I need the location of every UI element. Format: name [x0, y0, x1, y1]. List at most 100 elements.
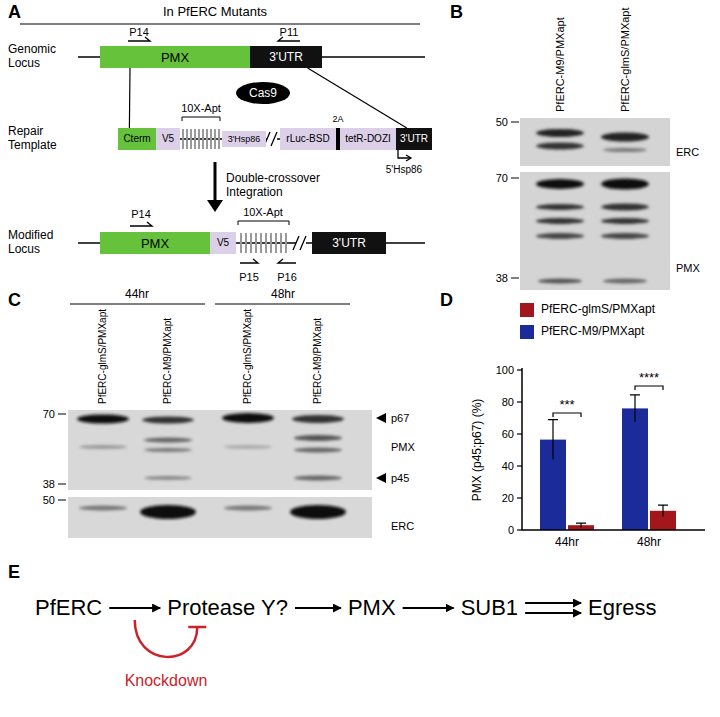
inhibition-bar [188, 626, 206, 629]
pathway-step: Protease Y? [162, 595, 293, 621]
utr-segment: 3'UTR [312, 232, 386, 254]
blot-label: PMX [676, 262, 700, 275]
row-label: Genomic Locus [8, 43, 70, 71]
bar [622, 408, 648, 530]
primer-label: P11 [280, 26, 299, 39]
node-text: 3'UTR [269, 51, 303, 63]
significance-mark: *** [559, 398, 574, 413]
utr-segment: 3'Hsp86 [222, 131, 266, 147]
process-label: Double-crossover Integration [226, 172, 336, 200]
knockdown-label: Knockdown [125, 672, 208, 690]
blot-label: PMX [391, 441, 415, 454]
cassette-segment: tetR-DOZI [340, 128, 396, 150]
utr-segment: 3'UTR [250, 46, 322, 68]
pathway-step: Egress [583, 595, 661, 621]
significance-mark: **** [639, 371, 659, 386]
tick-label: 0 [508, 524, 514, 537]
primer-label: P16 [277, 271, 297, 284]
connector [295, 607, 341, 609]
element-label: 10X-Apt [243, 206, 283, 219]
node-text: SUB1 [461, 597, 518, 619]
node-text: rLuc-BSD [286, 134, 329, 144]
lane-label: PfERC-glmS/PMXapt [619, 7, 632, 112]
legend-swatch [520, 325, 534, 339]
integration-arrow-head [207, 200, 223, 212]
axis-ticks [517, 370, 522, 530]
heading-rule [20, 24, 420, 25]
significance-bracket [553, 413, 581, 417]
primer-arrow [240, 259, 258, 263]
gene-segment: PMX [100, 232, 210, 254]
tick-label: 100 [496, 364, 514, 377]
panel-letter: A [8, 2, 21, 23]
primer-label: P14 [131, 208, 151, 221]
bracket [238, 221, 289, 225]
connector [308, 68, 407, 128]
band-label: p45 [391, 472, 409, 485]
timepoint-label: 48hr [271, 288, 295, 302]
connector [109, 607, 160, 609]
node-text: PMX [348, 597, 396, 619]
ellipse-shape [236, 82, 290, 104]
inhibition-arc [135, 620, 198, 657]
node-text: Protease Y? [167, 597, 288, 619]
promoter-label: 5'Hsp86 [386, 164, 422, 176]
marker-size: 50 [496, 116, 508, 129]
marker-size: 38 [43, 478, 55, 491]
marker-size: 50 [43, 494, 55, 507]
node-text: V5 [162, 134, 174, 144]
row-label: Modified Locus [8, 229, 70, 257]
break-mark [293, 236, 306, 250]
node-text: Cterm [123, 134, 150, 144]
panel-letter: E [8, 562, 20, 583]
marker-size: 70 [496, 172, 508, 185]
tag-segment: V5 [210, 232, 236, 254]
node-text: 3'Hsp86 [228, 135, 261, 144]
tick-label: 40 [502, 460, 514, 473]
marker-ticks [58, 414, 66, 500]
aptamer-array [183, 129, 219, 149]
blot-label: ERC [391, 520, 414, 533]
node-text: 3'UTR [400, 134, 428, 144]
lane-label: PfERC-M9/PMXapt [554, 17, 567, 112]
band-label: p67 [391, 412, 409, 425]
primer-label: P15 [239, 271, 259, 284]
pathway-step: SUB1 [456, 595, 523, 621]
error-bars [548, 395, 668, 528]
element-label: 2A [332, 114, 343, 124]
lane-label: PfERC-M9/PMXapt [312, 318, 324, 404]
node-text: PMX [161, 51, 189, 64]
legend-text: PfERC-glmS/PMXapt [541, 303, 655, 317]
bracket [182, 117, 220, 121]
connector [129, 68, 131, 128]
panel-heading: In PfERC Mutants [163, 5, 267, 20]
node-text: tetR-DOZI [345, 134, 391, 144]
panel-letter: B [450, 2, 463, 23]
significance-bracket [635, 386, 663, 390]
utr-segment: 3'UTR [396, 128, 432, 150]
panel-letter: C [8, 290, 21, 311]
element-label: 10X-Apt [181, 102, 221, 115]
aptamer-array [241, 233, 286, 253]
western-blot [520, 118, 670, 290]
gene-segment: Cterm [118, 128, 156, 150]
row-label: Repair Template [8, 125, 70, 153]
node-text: V5 [217, 238, 229, 248]
legend-text: PfERC-M9/PMXapt [541, 325, 644, 339]
western-blot [68, 410, 372, 538]
band-arrowhead [376, 413, 386, 423]
tag-segment: V5 [156, 128, 180, 150]
node-text: 3'UTR [332, 237, 366, 249]
connector [403, 607, 454, 609]
tick-label: 80 [502, 396, 514, 409]
category-label: 44hr [555, 536, 579, 550]
marker-ticks [511, 122, 519, 278]
legend-swatch [520, 303, 534, 317]
node-text: Cas9 [249, 87, 277, 99]
node-text: PMX [141, 237, 169, 250]
cassette-segment: rLuc-BSD [280, 128, 336, 150]
gene-segment: PMX [100, 46, 250, 68]
marker-size: 70 [43, 408, 55, 421]
pathway-step: PfERC [30, 595, 107, 621]
bar-group [540, 408, 676, 530]
